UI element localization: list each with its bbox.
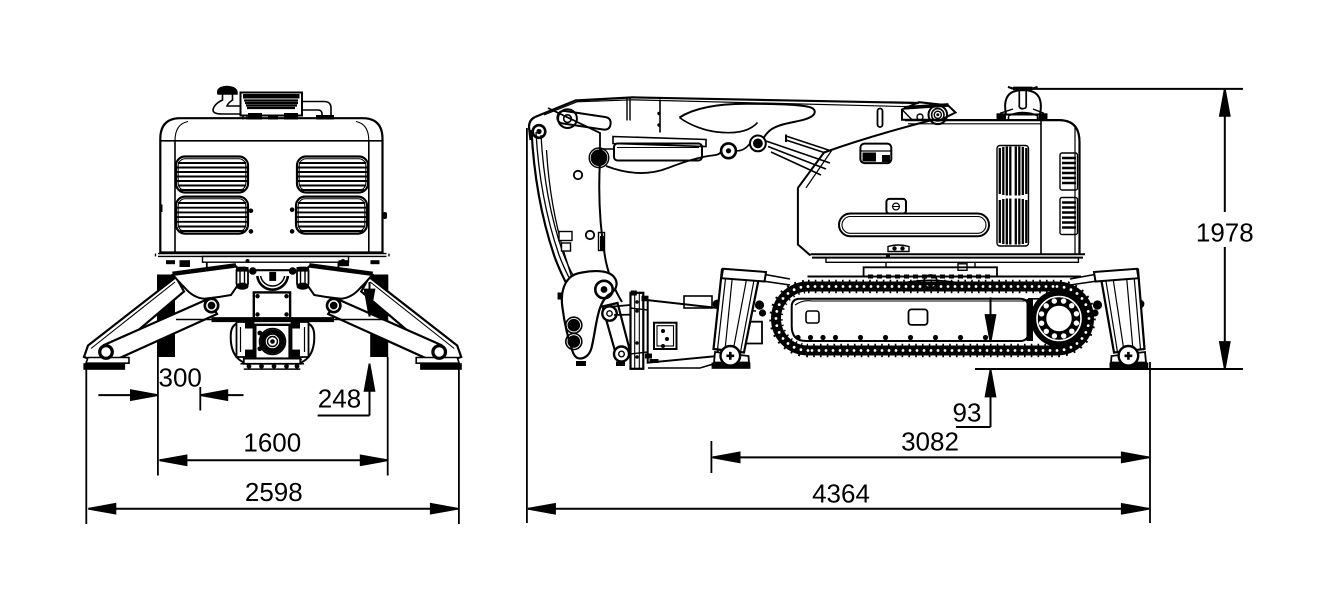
svg-text:2598: 2598 <box>245 477 303 507</box>
svg-text:248: 248 <box>318 383 361 413</box>
svg-text:93: 93 <box>953 397 982 427</box>
svg-text:4364: 4364 <box>812 478 870 508</box>
svg-text:1600: 1600 <box>243 427 301 457</box>
svg-text:3082: 3082 <box>901 427 959 457</box>
svg-text:1978: 1978 <box>1196 218 1254 248</box>
svg-text:300: 300 <box>159 363 202 393</box>
